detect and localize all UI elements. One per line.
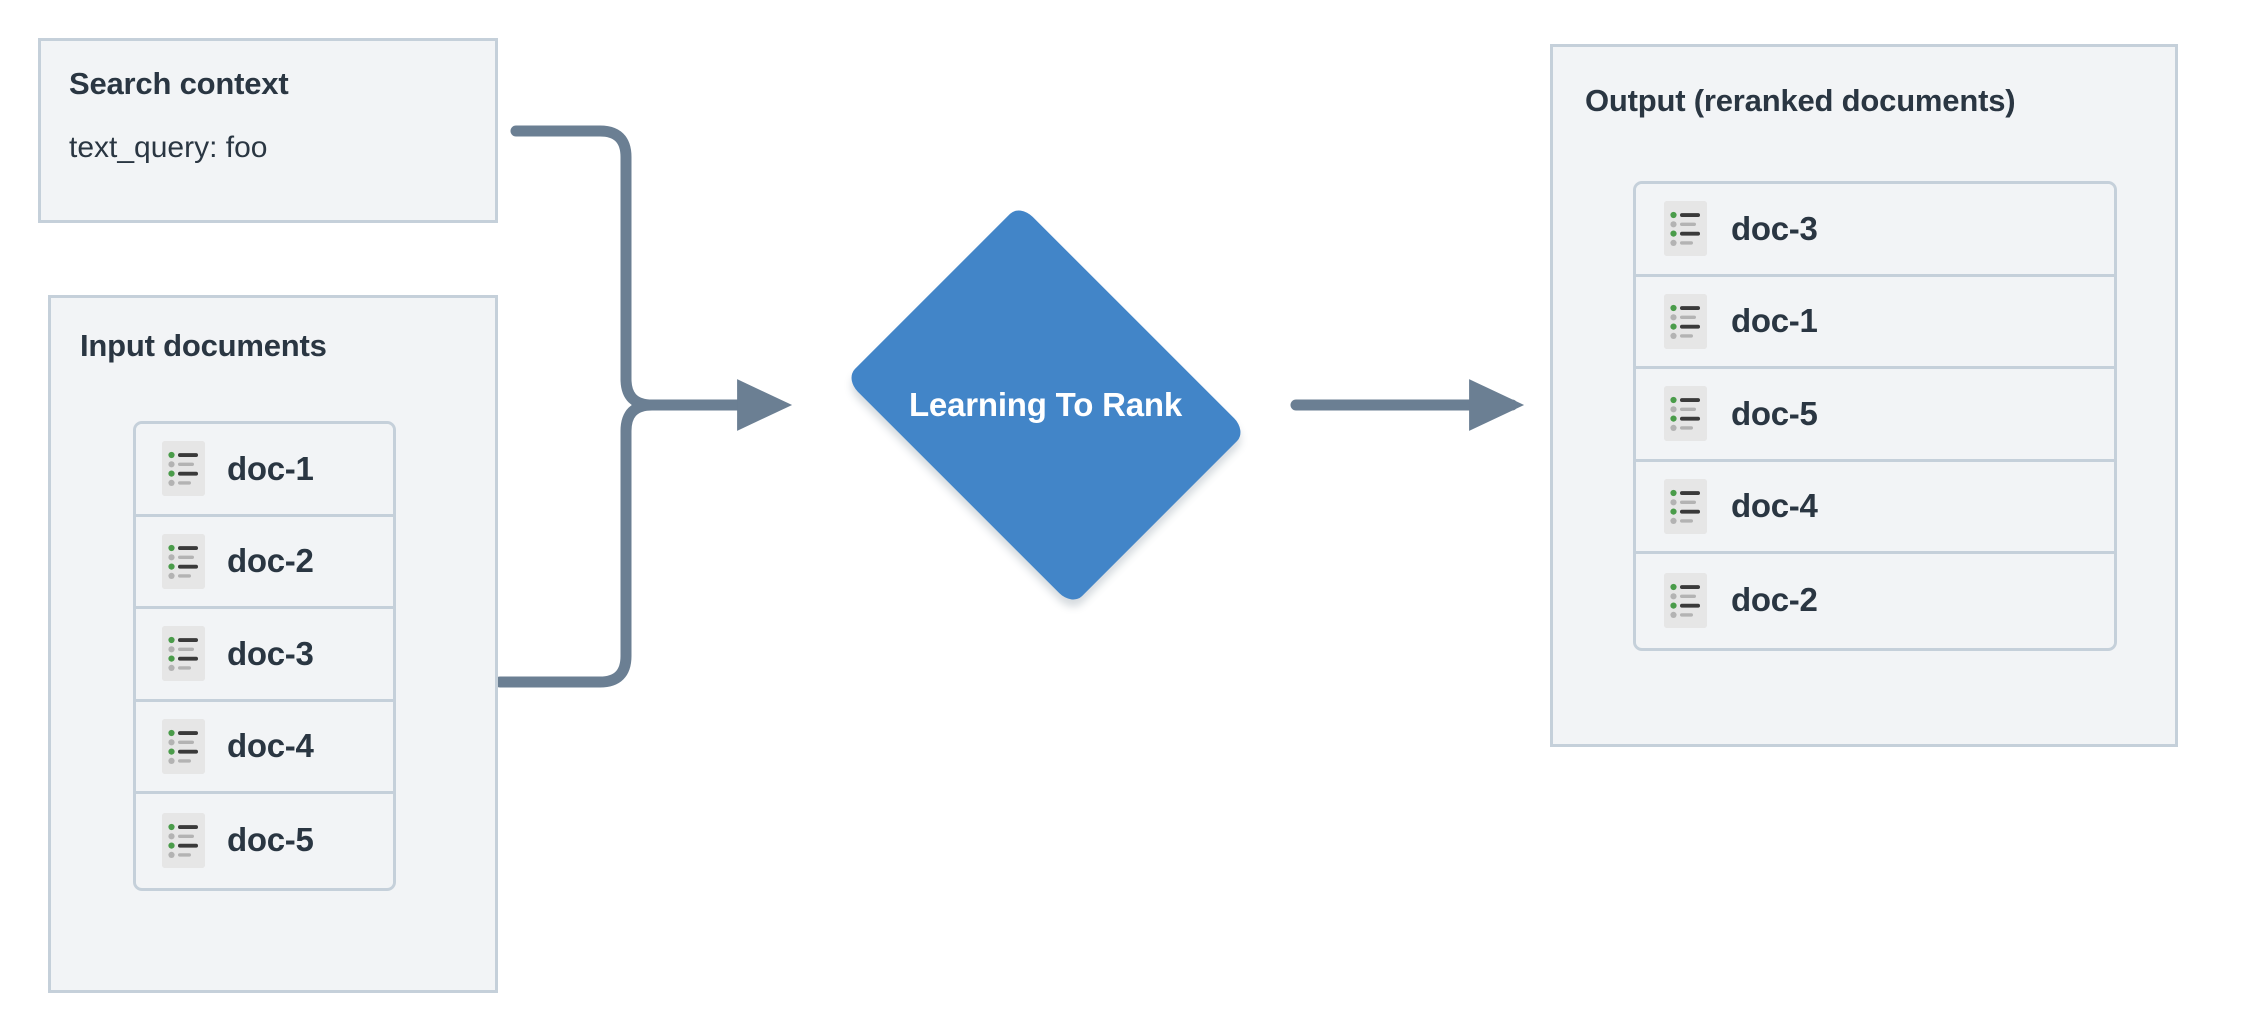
list-item[interactable]: doc-3: [136, 609, 393, 702]
list-item-label: doc-5: [1731, 394, 1818, 432]
list-item-label: doc-5: [227, 821, 314, 859]
list-item-label: doc-2: [1731, 581, 1818, 619]
list-item-label: doc-4: [1731, 487, 1818, 525]
document-list-icon: [162, 812, 205, 868]
list-item-label: doc-2: [227, 542, 314, 580]
document-list-icon: [162, 626, 205, 682]
list-item[interactable]: doc-5: [1636, 369, 2114, 462]
search-context-field-text-query: text_query: foo: [69, 131, 268, 164]
connector-search-context-to-ltr: [510, 125, 706, 411]
document-list-icon: [162, 718, 205, 774]
document-list-icon: [1664, 386, 1707, 442]
document-list-icon: [162, 441, 205, 497]
document-list-icon: [1664, 478, 1707, 534]
list-item[interactable]: doc-3: [1636, 184, 2114, 277]
document-list-icon: [1664, 293, 1707, 349]
list-item[interactable]: doc-1: [136, 424, 393, 517]
search-context-panel: Search context text_query: foo: [38, 38, 498, 223]
learning-to-rank-label: Learning To Rank: [908, 386, 1183, 424]
list-item[interactable]: doc-4: [1636, 461, 2114, 554]
search-context-title: Search context: [69, 66, 289, 101]
document-list-icon: [162, 533, 205, 589]
input-documents-panel: Input documents doc-1: [48, 295, 498, 993]
list-item-label: doc-3: [227, 634, 314, 672]
learning-to-rank-node[interactable]: Learning To Rank: [818, 204, 1273, 606]
document-list-icon: [1664, 572, 1707, 628]
list-item[interactable]: doc-1: [1636, 276, 2114, 369]
list-item-label: doc-1: [227, 449, 314, 487]
list-item-label: doc-4: [227, 727, 314, 765]
document-list-icon: [1664, 201, 1707, 257]
list-item-label: doc-3: [1731, 209, 1818, 247]
output-panel: Output (reranked documents) doc-3: [1550, 44, 2178, 747]
input-documents-list: doc-1 doc-2: [133, 421, 396, 891]
list-item[interactable]: doc-5: [136, 794, 393, 887]
list-item-label: doc-1: [1731, 302, 1818, 340]
list-item[interactable]: doc-2: [136, 516, 393, 609]
output-documents-list: doc-3 doc-1: [1633, 181, 2117, 651]
input-documents-title: Input documents: [80, 328, 327, 363]
list-item[interactable]: doc-4: [136, 701, 393, 794]
list-item[interactable]: doc-2: [1636, 554, 2114, 647]
connector-input-documents-to-ltr: [494, 399, 706, 688]
output-panel-title: Output (reranked documents): [1585, 83, 2016, 118]
